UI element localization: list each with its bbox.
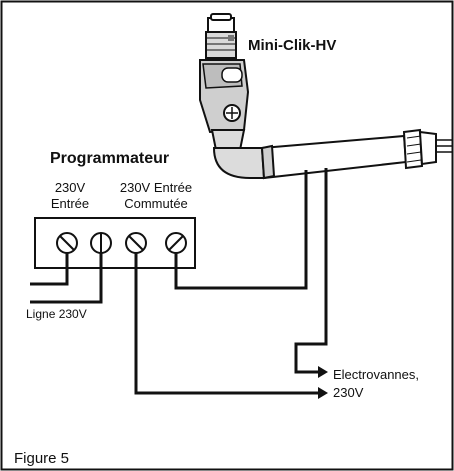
arrow-valves-1 — [318, 366, 328, 378]
terminal-4 — [165, 232, 187, 254]
valves-label-line2: 230V — [333, 385, 364, 400]
terminal-3 — [125, 232, 147, 254]
sensor-wire-to-valves — [294, 168, 328, 374]
sensor-wire-to-controller — [174, 170, 308, 290]
sensor-label: Mini-Clik-HV — [248, 37, 336, 54]
terminal-group-2-line2: Commutée — [124, 196, 188, 211]
terminal-group-1-line1: 230V — [55, 180, 86, 195]
controller-title: Programmateur — [50, 150, 169, 167]
conduit-pipe — [212, 128, 452, 180]
controller-terminal-block — [34, 217, 196, 269]
terminal-group-2-line1: 230V Entrée — [120, 180, 192, 195]
terminal-1 — [56, 232, 78, 254]
valves-label-line1: Electrovannes, — [333, 367, 419, 382]
terminal-group-1-line2: Entrée — [51, 196, 89, 211]
terminal-2 — [90, 232, 112, 254]
arrow-valves-2 — [318, 387, 328, 399]
switched-wire-to-valves — [134, 253, 318, 395]
figure-caption: Figure 5 — [14, 450, 69, 467]
line-wire-2 — [30, 253, 103, 304]
mini-clik-sensor — [199, 13, 250, 151]
line-label: Ligne 230V — [26, 307, 87, 321]
line-wire-1 — [30, 253, 69, 286]
